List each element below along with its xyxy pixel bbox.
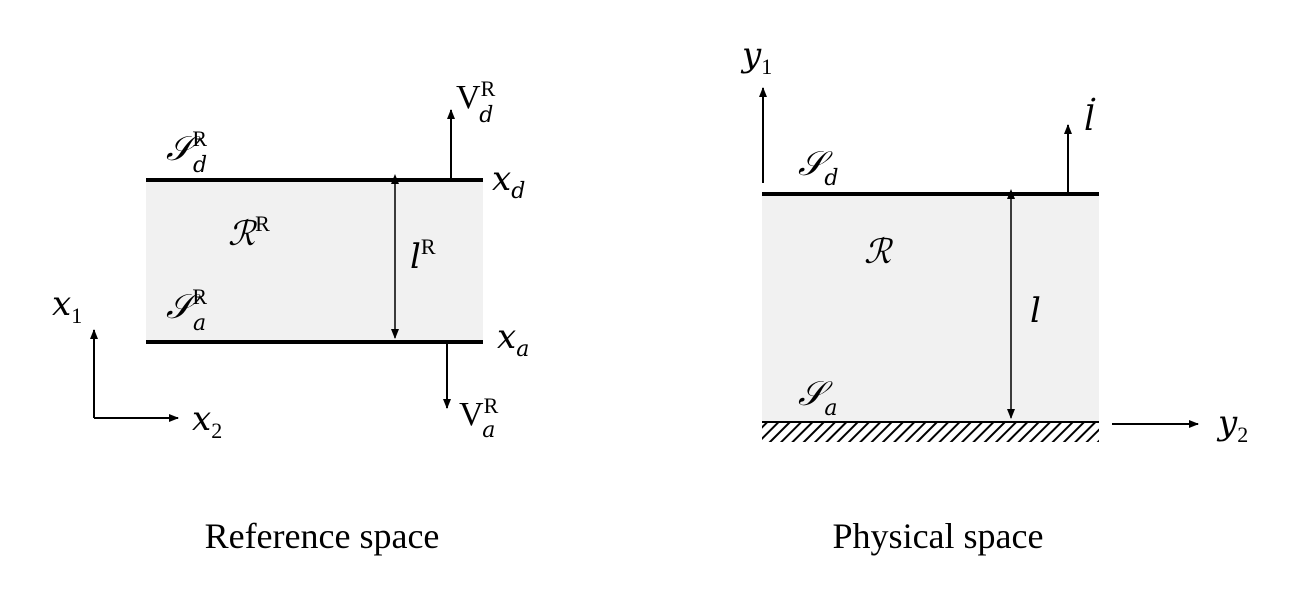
physical-top-surface-label: 𝒮d	[798, 144, 838, 191]
physical-axis-y2-label: y2	[1216, 403, 1248, 447]
reference-thickness-label: lR	[410, 234, 436, 277]
physical-thickness-label: l	[1030, 291, 1041, 331]
reference-region-label: ℛR	[228, 211, 270, 254]
reference-caption: Reference space	[205, 516, 440, 556]
physical-caption: Physical space	[833, 516, 1044, 556]
reference-axis-x1-label: x1	[52, 284, 82, 328]
physical-region-label: ℛ	[864, 232, 894, 272]
physical-axis-y1-label: y1	[740, 35, 772, 79]
reference-bottom-coord-label: xa	[497, 317, 529, 362]
physical-space-panel: 𝒮d 𝒮a ℛ l l̇ y1 y2 Physical space	[740, 35, 1248, 556]
physical-region	[762, 194, 1099, 422]
reference-axis-x2-label: x2	[192, 399, 222, 443]
physical-velocity-label: l̇	[1084, 98, 1096, 139]
reference-top-coord-label: xd	[492, 159, 525, 204]
physical-fixed-base-hatch	[762, 422, 1099, 442]
reference-region	[146, 180, 483, 342]
